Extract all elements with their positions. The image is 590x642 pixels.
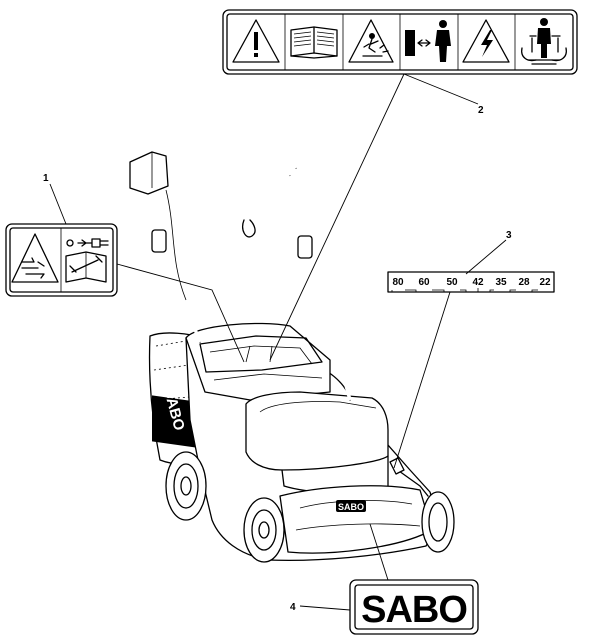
callout-label-3: 3 [506,230,512,241]
sabo-logo-decal: SABO [349,579,479,635]
rear-left-wheel [165,451,207,521]
scale-value: 28 [518,277,530,288]
blade-hazard-icon [521,18,567,65]
thrown-object-icon [348,19,394,63]
warning-icon [232,19,280,63]
scale-value: 35 [495,277,507,288]
scale-value: 50 [446,277,458,288]
blade-warning-icon [11,233,59,283]
callout-label-2: 2 [478,105,484,116]
scale-value: 22 [539,277,551,288]
electric-shock-icon [462,19,510,63]
mower-handle [128,126,352,401]
callout-label-1: 1 [43,173,49,184]
scale-value: 60 [418,277,430,288]
front-right-wheel [421,491,455,553]
callout-label-4: 4 [290,602,296,613]
unplug-before-maintenance-icon [65,238,109,283]
deck-logo-text: SABO [338,502,364,512]
cutting-height-scale: 80 60 50 42 35 28 22 [387,271,555,293]
scale-value: 80 [392,277,404,288]
lawn-mower: SABO SABO [128,126,455,563]
keep-distance-icon [405,20,451,62]
manual-book-icon [290,26,338,59]
warning-decal-left [5,223,118,297]
callout-leaders [49,73,507,611]
front-left-wheel [243,497,285,563]
warning-decal-top [222,9,578,75]
scale-value: 42 [472,277,484,288]
deck-brand-logo: SABO [336,500,366,512]
brand-logo-text: SABO [361,589,467,631]
